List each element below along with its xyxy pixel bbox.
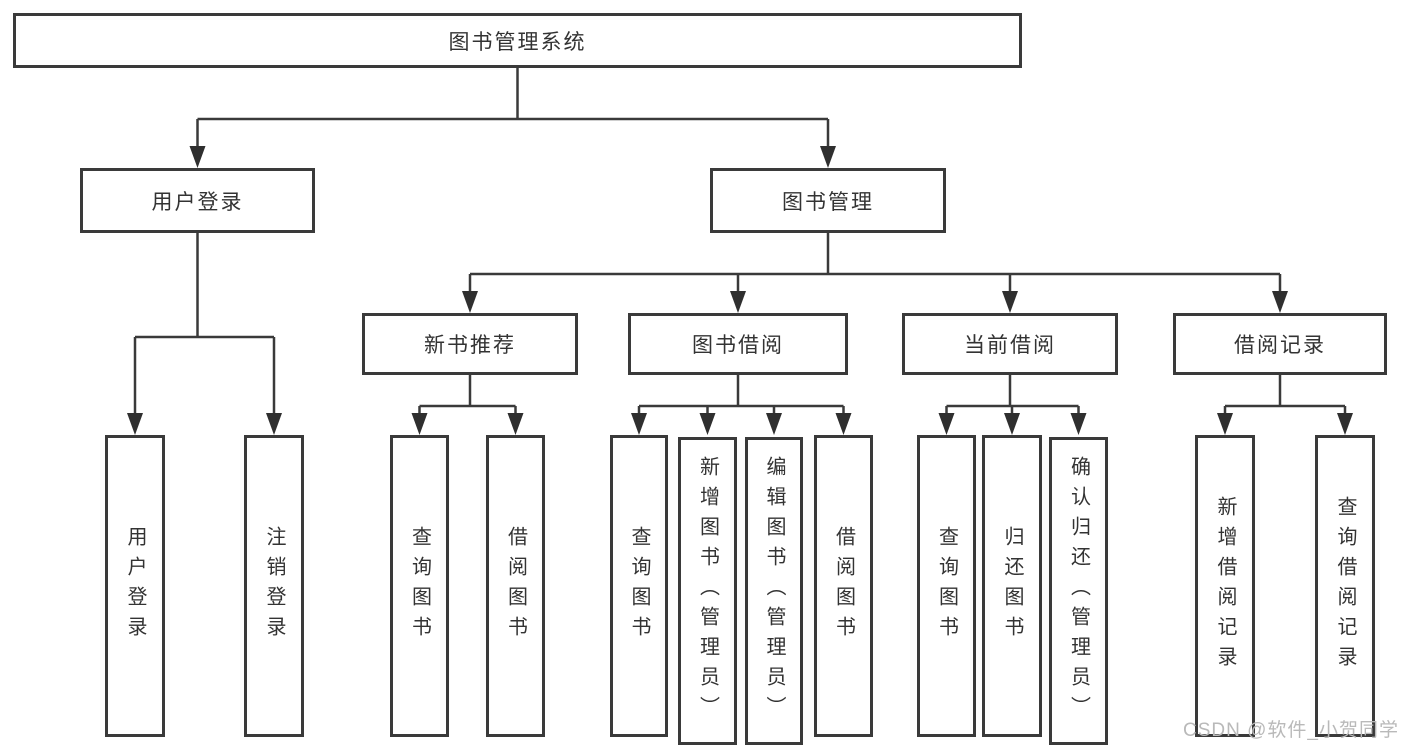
node-label: 用户登录 <box>124 526 146 646</box>
connector-records-to-leaves <box>1223 375 1347 419</box>
leaf-query-books-current: 查询图书 <box>917 435 976 737</box>
arrowhead-icon <box>1217 413 1233 435</box>
arrowhead-icon <box>820 146 836 168</box>
node-label: 图书管理系统 <box>448 30 587 54</box>
arrowhead-icon <box>1337 413 1353 435</box>
node-label: 归还图书 <box>1001 526 1023 646</box>
node-label: 查询借阅记录 <box>1334 496 1356 676</box>
leaf-add-books-admin: 新增图书（管理员） <box>678 437 737 745</box>
node-label: 查询图书 <box>935 526 958 646</box>
node-label: 注销登录 <box>263 526 285 646</box>
node-new-book-recommend: 新书推荐 <box>362 313 578 375</box>
arrowhead-icon <box>189 146 206 168</box>
arrowhead-icon <box>411 413 428 435</box>
leaf-logout: 注销登录 <box>244 435 304 737</box>
node-label: 借阅图书 <box>832 526 855 646</box>
leaf-query-books-borrow: 查询图书 <box>610 435 668 737</box>
node-library-system: 图书管理系统 <box>13 13 1022 68</box>
node-label: 新增图书（管理员） <box>696 456 719 726</box>
arrowhead-icon <box>462 291 478 313</box>
leaf-user-login: 用户登录 <box>105 435 165 737</box>
node-label: 确认归还（管理员） <box>1067 456 1090 726</box>
arrowhead-icon <box>1070 413 1087 435</box>
leaf-borrow-books: 借阅图书 <box>814 435 873 737</box>
connector-root-to-level2 <box>196 68 830 152</box>
node-label: 图书管理 <box>782 190 874 214</box>
node-label: 新书推荐 <box>424 334 516 357</box>
node-current-borrow: 当前借阅 <box>902 313 1118 375</box>
node-label: 图书借阅 <box>692 334 784 357</box>
node-book-borrow: 图书借阅 <box>628 313 848 375</box>
node-label: 当前借阅 <box>964 334 1056 357</box>
leaf-confirm-return-admin: 确认归还（管理员） <box>1049 437 1108 745</box>
leaf-edit-books-admin: 编辑图书（管理员） <box>745 437 803 745</box>
leaf-return-books: 归还图书 <box>982 435 1042 737</box>
connector-currentborrow-to-leaves <box>945 375 1080 419</box>
node-borrow-records: 借阅记录 <box>1173 313 1387 375</box>
connector-userlogin-to-leaves <box>133 233 276 419</box>
node-user-login: 用户登录 <box>80 168 315 233</box>
arrowhead-icon <box>1004 413 1020 435</box>
arrowhead-icon <box>266 413 282 435</box>
arrowhead-icon <box>507 413 524 435</box>
arrowhead-icon <box>127 413 143 435</box>
arrowhead-icon <box>766 413 782 435</box>
arrowhead-icon <box>1272 291 1288 313</box>
arrowhead-icon <box>631 413 647 435</box>
node-label: 查询图书 <box>408 526 431 646</box>
arrowhead-icon <box>938 413 955 435</box>
node-label: 借阅记录 <box>1234 334 1326 357</box>
connector-newbook-to-leaves <box>418 375 517 419</box>
arrowhead-icon <box>1002 291 1018 313</box>
node-book-management: 图书管理 <box>710 168 946 233</box>
leaf-borrow-books-recommend: 借阅图书 <box>486 435 545 737</box>
leaf-query-books-recommend: 查询图书 <box>390 435 449 737</box>
connector-bookborrow-to-leaves <box>637 375 845 419</box>
node-label: 借阅图书 <box>504 526 527 646</box>
arrowhead-icon <box>730 291 746 313</box>
node-label: 新增借阅记录 <box>1214 496 1236 676</box>
node-label: 编辑图书（管理员） <box>763 456 785 726</box>
arrowhead-icon <box>699 413 716 435</box>
csdn-watermark: CSDN @软件_小贺同学 <box>1183 720 1399 741</box>
connector-bookmgmt-to-level3 <box>468 233 1282 297</box>
leaf-add-borrow-record: 新增借阅记录 <box>1195 435 1255 737</box>
node-label: 查询图书 <box>628 526 650 646</box>
leaf-query-borrow-record: 查询借阅记录 <box>1315 435 1375 737</box>
arrowhead-icon <box>835 413 852 435</box>
node-label: 用户登录 <box>151 190 244 214</box>
